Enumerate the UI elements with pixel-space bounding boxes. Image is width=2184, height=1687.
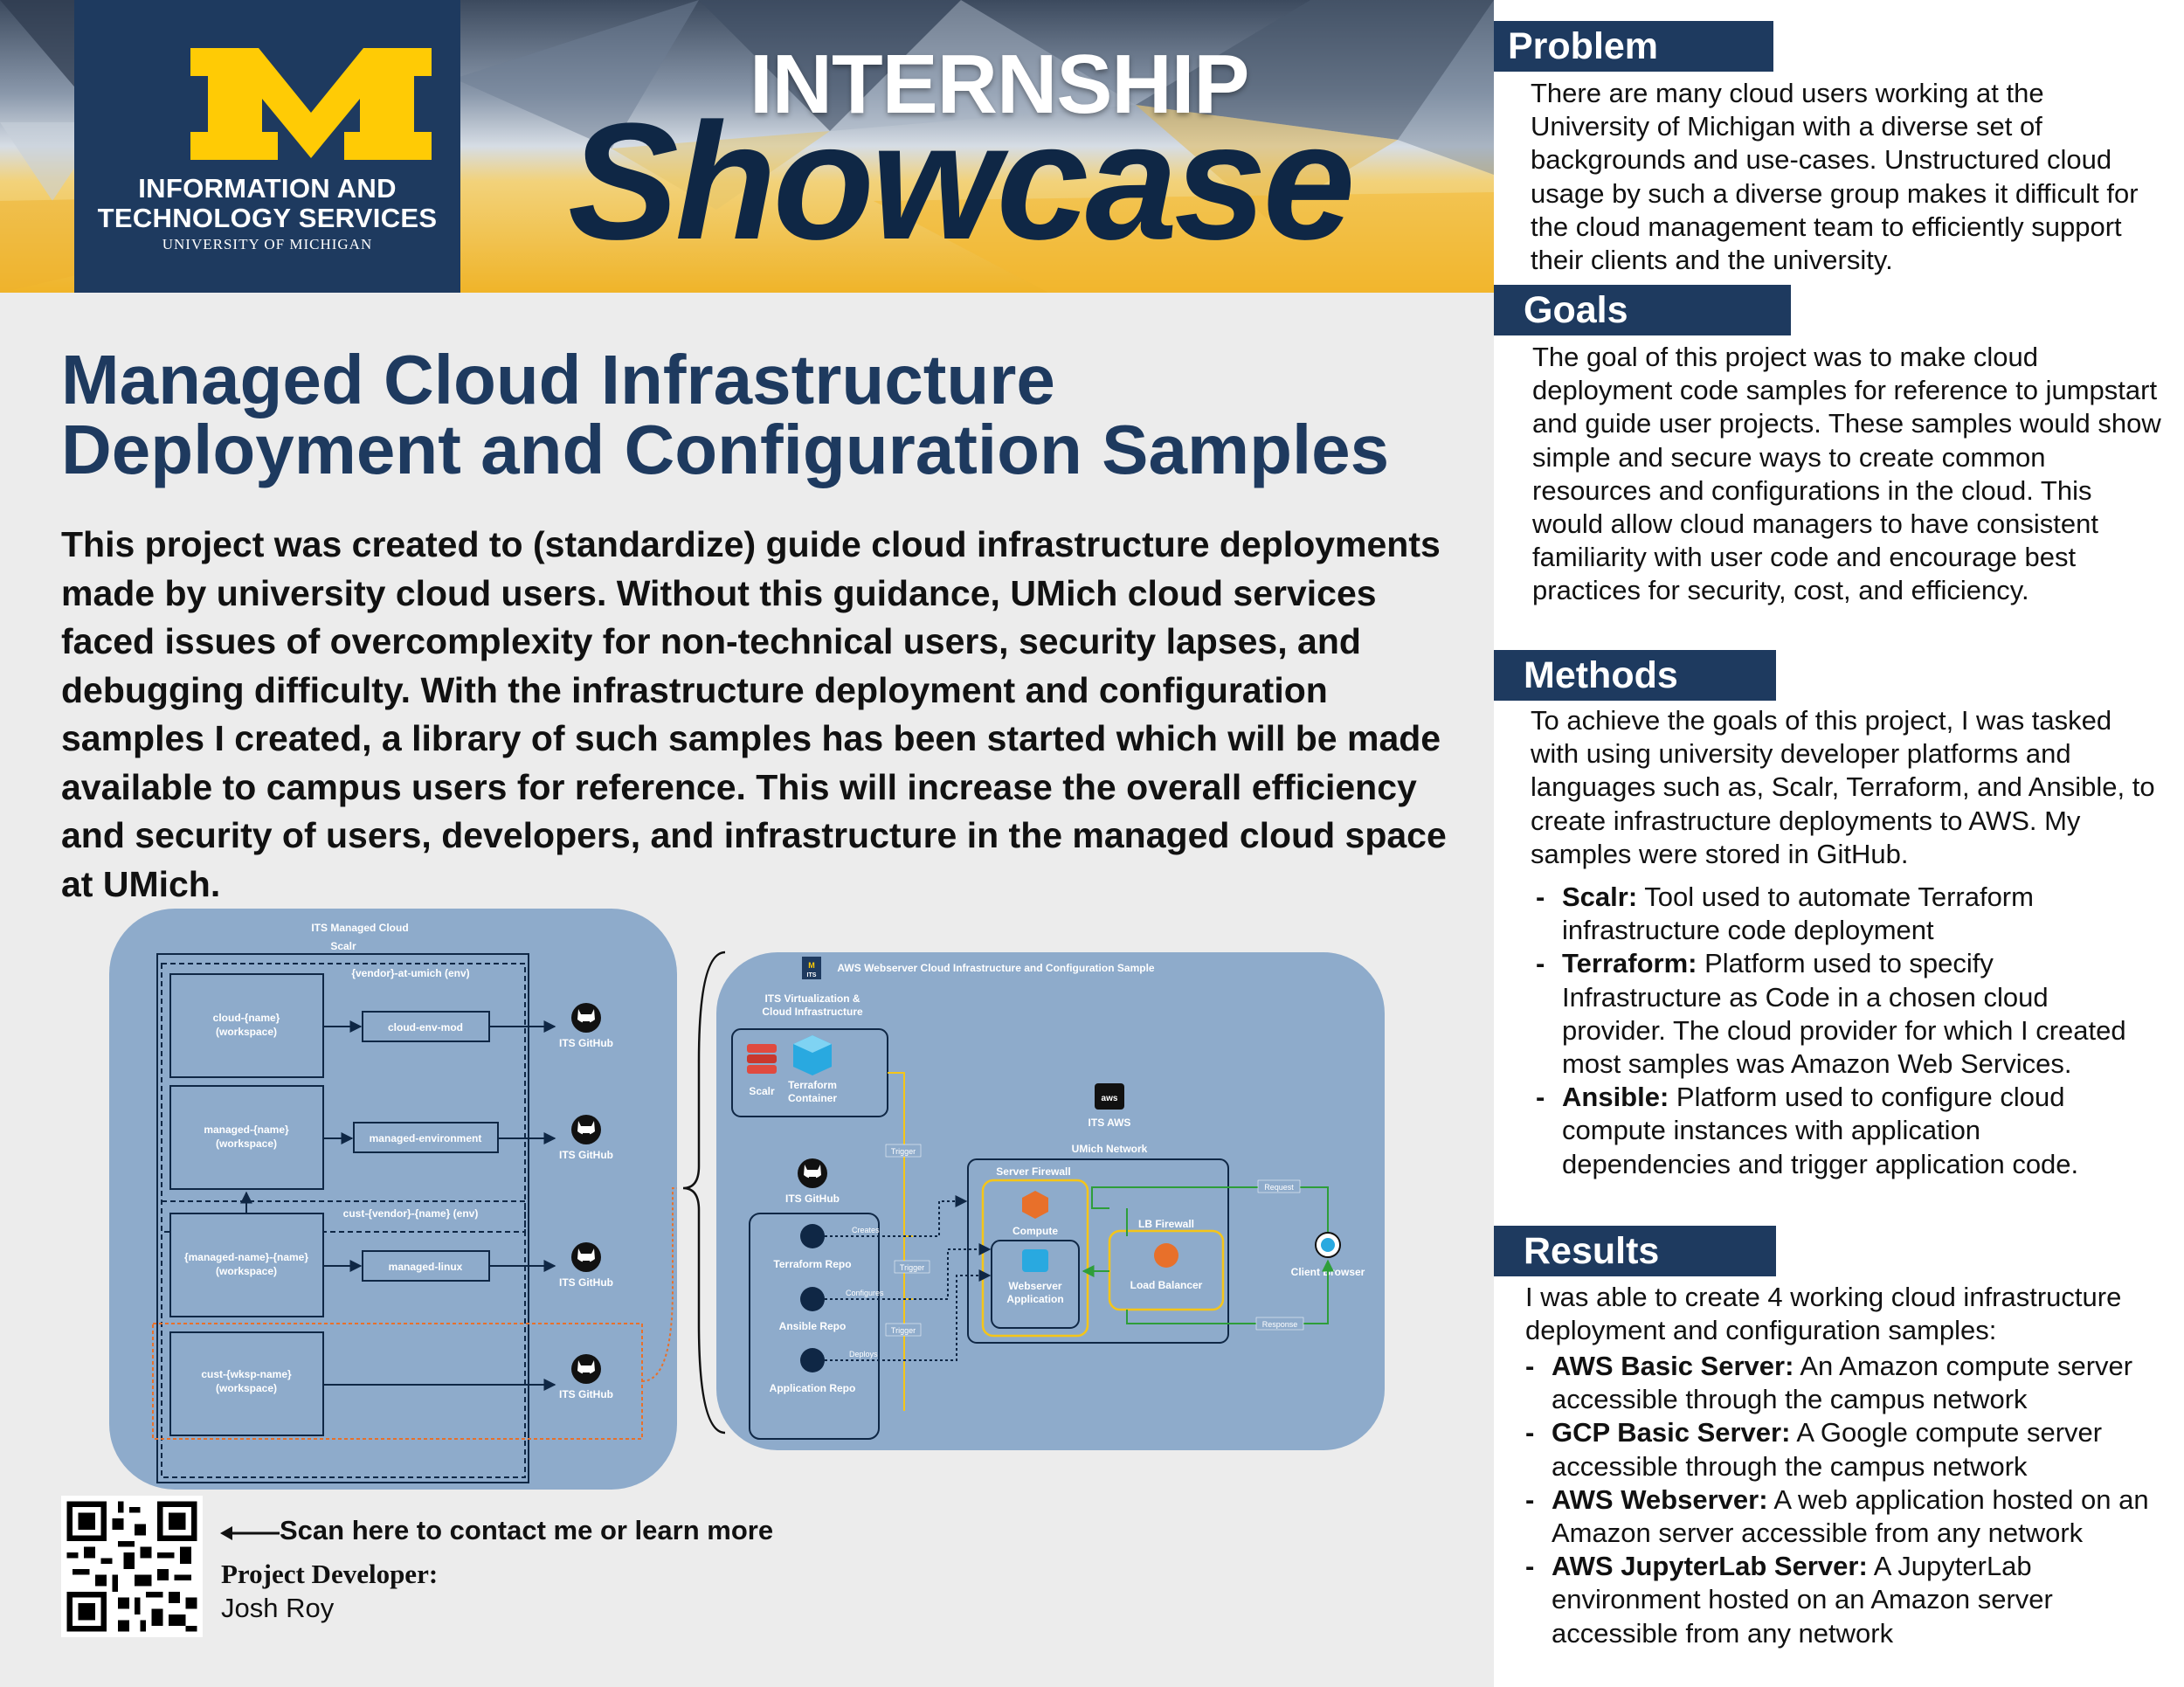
right-panel-title: AWS Webserver Cloud Infrastructure and C… <box>837 962 1154 974</box>
terraform-label-2: Container <box>788 1092 837 1104</box>
goals-heading: Goals <box>1494 285 1791 335</box>
trigger-label-3: Trigger <box>891 1326 916 1335</box>
methods-item: Scalr: Tool used to automate Terraform i… <box>1536 881 2147 947</box>
org-name-line2: TECHNOLOGY SERVICES <box>97 203 438 233</box>
methods-text: To achieve the goals of this project, I … <box>1531 705 2155 869</box>
env1-label: {vendor}-at-umich (env) <box>351 967 469 979</box>
aws-badge-text: aws <box>1102 1094 1118 1103</box>
configures-label: Configures <box>846 1289 884 1297</box>
trigger-label-1: Trigger <box>891 1147 916 1156</box>
application-repo-label: Application Repo <box>770 1382 856 1394</box>
scan-instruction: Scan here to contact me or learn more <box>280 1515 774 1545</box>
aws-webserver-panel: M ITS AWS Webserver Cloud Infrastructure… <box>716 952 1385 1450</box>
methods-heading: Methods <box>1494 650 1776 701</box>
developer-name: Josh Roy <box>221 1593 335 1623</box>
its-logo-block: INFORMATION AND TECHNOLOGY SERVICES UNIV… <box>74 0 460 293</box>
lb-firewall-label: LB Firewall <box>1138 1218 1194 1230</box>
page-title: Managed Cloud Infrastructure Deployment … <box>61 345 1459 485</box>
webserver-icon <box>1022 1249 1048 1272</box>
server-firewall-label: Server Firewall <box>996 1165 1070 1178</box>
terraform-label-1: Terraform <box>788 1079 837 1091</box>
request-label: Request <box>1264 1183 1294 1192</box>
compute-icon <box>1022 1191 1048 1219</box>
scalr-label: Scalr <box>330 940 356 952</box>
terraform-repo-label: Terraform Repo <box>773 1258 851 1270</box>
github-label-4: ITS GitHub <box>559 1388 613 1400</box>
arrow-left-icon <box>220 1526 280 1540</box>
architecture-diagram: ITS Managed Cloud Scalr {vendor}-at-umic… <box>109 909 1385 1490</box>
page-title-line1: Managed Cloud Infrastructure <box>61 341 1055 418</box>
deploys-label: Deploys <box>849 1350 878 1359</box>
workspace-4-sub: (workspace) <box>216 1382 277 1394</box>
virt-label-1: ITS Virtualization & <box>764 992 860 1005</box>
webserver-label-2: Application <box>1006 1293 1063 1305</box>
its-badge-text: ITS <box>807 972 817 978</box>
ansible-repo-label: Ansible Repo <box>779 1320 847 1332</box>
ansible-repo-icon <box>800 1287 825 1311</box>
qr-code[interactable] <box>61 1496 203 1637</box>
workspace-2: managed-{name} <box>204 1124 289 1136</box>
compute-label: Compute <box>1013 1225 1058 1237</box>
workspace-2-sub: (workspace) <box>216 1137 277 1150</box>
terraform-container-icon <box>793 1035 832 1075</box>
methods-item: Ansible: Platform used to configure clou… <box>1536 1081 2147 1181</box>
banner-title-top: INTERNSHIP <box>750 38 1249 131</box>
its-github-label: ITS GitHub <box>785 1193 840 1205</box>
scalr-text: Scalr <box>749 1085 775 1097</box>
workspace-4: cust-{wksp-name} <box>201 1368 292 1380</box>
results-item: AWS Webserver: A web application hosted … <box>1525 1483 2176 1550</box>
workspace-1-sub: (workspace) <box>216 1026 277 1038</box>
workspace-3-sub: (workspace) <box>216 1265 277 1277</box>
intro-paragraph: This project was created to (standardize… <box>61 524 1447 904</box>
module-3: managed-linux <box>389 1261 463 1273</box>
results-text: I was able to create 4 working cloud inf… <box>1525 1282 2122 1346</box>
response-label: Response <box>1262 1320 1298 1329</box>
terraform-repo-icon <box>800 1224 825 1248</box>
env2-label: cust-{vendor}-{name} (env) <box>343 1207 479 1220</box>
goals-text: The goal of this project was to make clo… <box>1532 342 2161 606</box>
module-1: cloud-env-mod <box>388 1021 463 1034</box>
org-name-line3: UNIVERSITY OF MICHIGAN <box>162 236 373 252</box>
virt-label-2: Cloud Infrastructure <box>762 1006 863 1018</box>
its-badge-m: M <box>808 961 815 970</box>
webserver-label-1: Webserver <box>1008 1280 1061 1292</box>
github-label-2: ITS GitHub <box>559 1149 613 1161</box>
aws-icon <box>1095 1083 1124 1110</box>
load-balancer-label: Load Balancer <box>1130 1279 1203 1291</box>
scalr-icon <box>747 1044 777 1074</box>
application-repo-icon <box>800 1348 825 1372</box>
problem-heading: Problem <box>1494 21 1773 72</box>
its-aws-label: ITS AWS <box>1089 1117 1131 1129</box>
header-banner: INFORMATION AND TECHNOLOGY SERVICES UNIV… <box>0 0 1494 293</box>
developer-label: Project Developer: <box>221 1559 439 1589</box>
methods-list: Scalr: Tool used to automate Terraform i… <box>1536 881 2147 1181</box>
methods-item: Terraform: Platform used to specify Infr… <box>1536 947 2147 1081</box>
left-panel-title: ITS Managed Cloud <box>311 922 408 934</box>
results-item: AWS JupyterLab Server: A JupyterLab envi… <box>1525 1550 2176 1650</box>
workspace-1: cloud-{name} <box>213 1012 280 1024</box>
module-2: managed-environment <box>370 1132 482 1144</box>
load-balancer-icon <box>1154 1243 1178 1268</box>
creates-label: Creates <box>852 1226 880 1234</box>
banner-title-main: Showcase <box>568 89 1355 274</box>
results-item: AWS Basic Server: An Amazon compute serv… <box>1525 1350 2176 1416</box>
umich-network-label: UMich Network <box>1072 1143 1148 1155</box>
block-m-logo <box>190 48 432 160</box>
github-label-1: ITS GitHub <box>559 1037 613 1049</box>
page-title-line2: Deployment and Configuration Samples <box>61 411 1390 488</box>
github-label-3: ITS GitHub <box>559 1276 613 1289</box>
problem-text: There are many cloud users working at th… <box>1531 78 2139 276</box>
trigger-label-2: Trigger <box>900 1263 924 1272</box>
its-managed-cloud-panel: ITS Managed Cloud Scalr {vendor}-at-umic… <box>109 909 677 1490</box>
results-heading: Results <box>1494 1226 1776 1276</box>
org-name-line1: INFORMATION AND <box>138 173 397 204</box>
results-list: AWS Basic Server: An Amazon compute serv… <box>1525 1350 2176 1650</box>
results-item: GCP Basic Server: A Google compute serve… <box>1525 1416 2176 1483</box>
workspace-3: {managed-name}-{name} <box>184 1251 308 1263</box>
